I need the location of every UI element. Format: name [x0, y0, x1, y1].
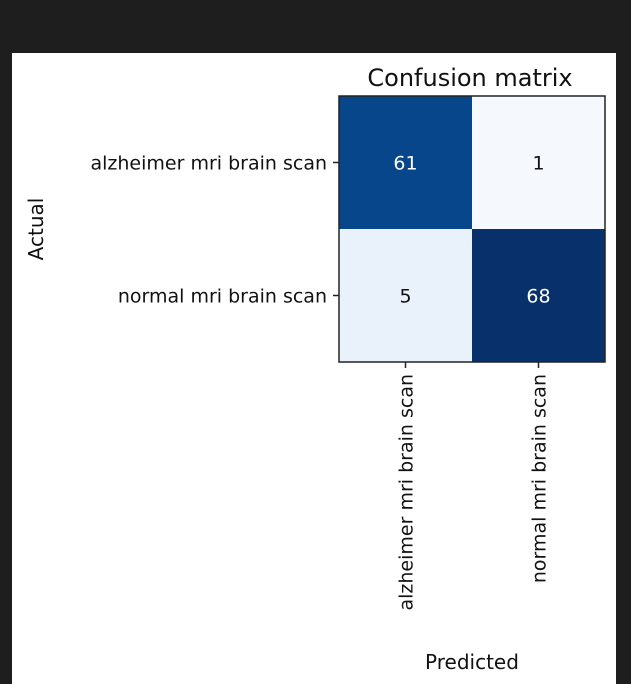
matrix-cell: [472, 96, 605, 229]
confusion-matrix-chart: Confusion matrix 61 1 5 68 alzheimer mri br…: [24, 64, 606, 674]
matrix-cell: [472, 229, 605, 362]
y-tick-label: alzheimer mri brain scan: [91, 153, 328, 175]
cell-value-label: 68: [526, 286, 550, 308]
y-axis-label: Actual: [24, 198, 48, 261]
chart-title: Confusion matrix: [367, 64, 572, 92]
x-axis-ticks: alzheimer mri brain scan normal mri brain…: [396, 362, 551, 611]
x-tick-label: normal mri brain scan: [529, 374, 551, 583]
x-tick-label: alzheimer mri brain scan: [396, 374, 418, 611]
y-tick-label: normal mri brain scan: [118, 286, 327, 308]
cell-value-label: 61: [393, 153, 417, 175]
cell-value-label: 1: [532, 153, 544, 175]
matrix-cell: [339, 229, 472, 362]
y-axis-ticks: alzheimer mri brain scan normal mri brain…: [91, 153, 339, 308]
cell-value-label: 5: [399, 286, 411, 308]
matrix-cell: [339, 96, 472, 229]
matrix-cells: [339, 96, 605, 362]
matrix-cell-labels: 61 1 5 68: [393, 153, 550, 308]
figure-panel: Confusion matrix 61 1 5 68 alzheimer mri br…: [12, 53, 616, 684]
plot-frame: [338, 95, 606, 363]
x-axis-label: Predicted: [425, 650, 519, 674]
